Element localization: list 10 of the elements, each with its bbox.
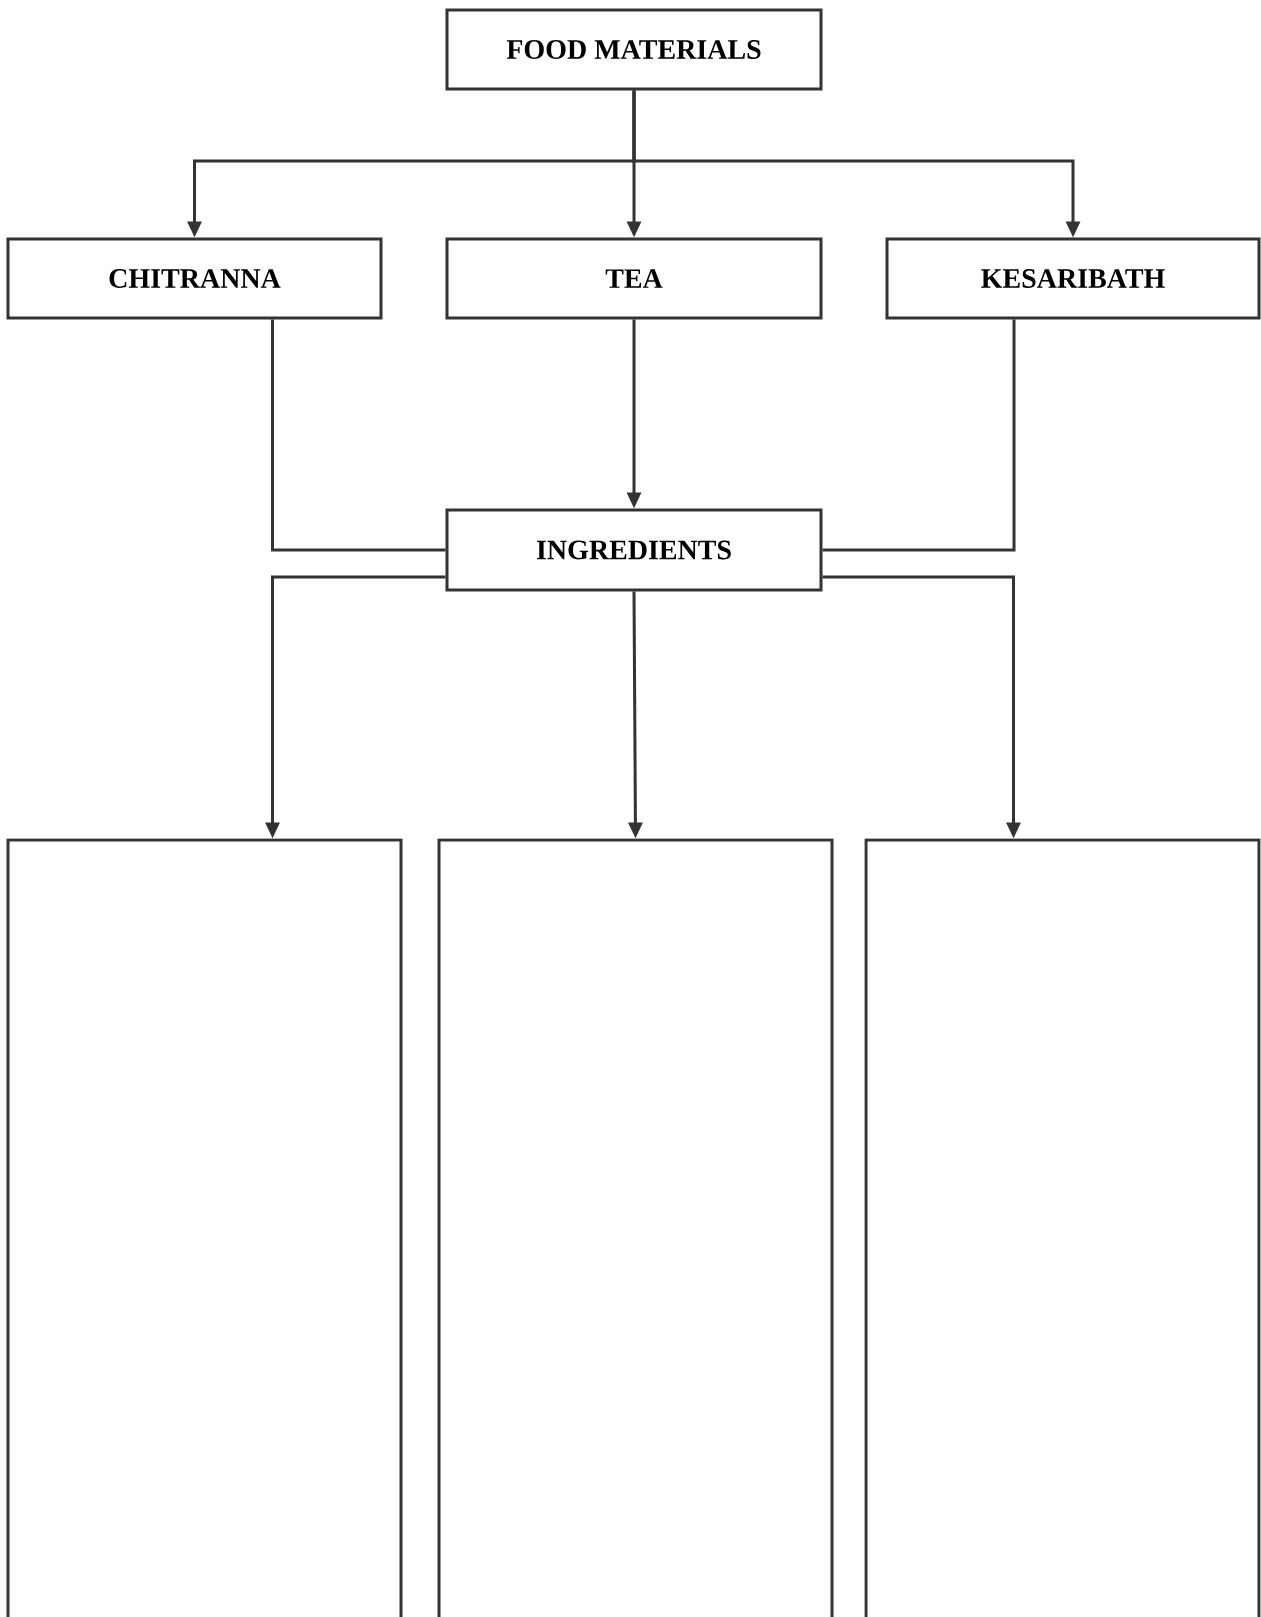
process-box: KESARIBATH xyxy=(885,237,1261,320)
connector-line xyxy=(822,319,1016,552)
process-box: TEA xyxy=(445,237,823,320)
connector-line xyxy=(271,319,446,552)
empty-box xyxy=(437,838,834,1617)
process-box: INGREDIENTS xyxy=(445,508,823,592)
empty-box xyxy=(864,838,1261,1617)
process-box: CHITRANNA xyxy=(6,237,383,320)
process-box: FOOD MATERIALS xyxy=(445,8,823,91)
empty-box xyxy=(6,838,403,1617)
